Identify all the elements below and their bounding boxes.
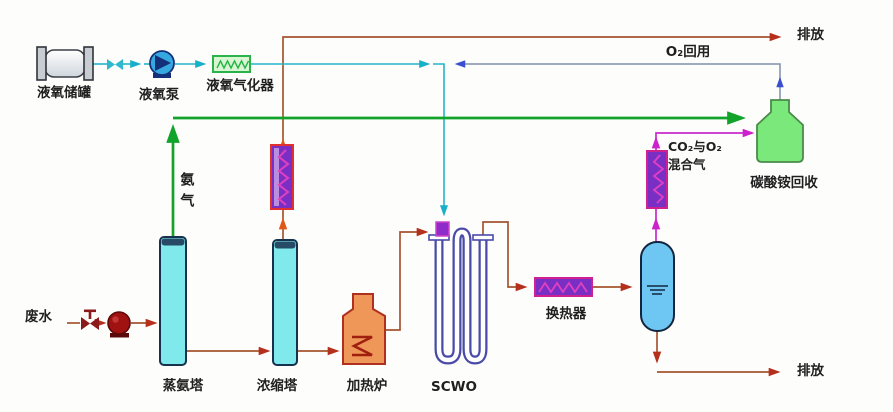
- vaporizer-coil: [216, 59, 250, 70]
- lox-tank-symbol: [36, 46, 94, 81]
- furnace-symbol: [342, 293, 386, 365]
- vaporizer-shell: [212, 55, 251, 73]
- ww-valve-right-wing: [90, 317, 99, 330]
- condenser-coil: [277, 149, 290, 206]
- label-concentrator: 浓缩塔: [256, 378, 298, 394]
- scwo-tube-inner: [436, 229, 486, 363]
- wastewater-pump-symbol: [107, 311, 131, 338]
- label-discharge-bottom: 排放: [797, 363, 824, 379]
- ww-pump-body: [107, 311, 131, 335]
- scwo-reactor-symbol: [428, 221, 494, 365]
- lox-vaporizer-symbol: [212, 55, 251, 73]
- oxygen-pipes: [92, 60, 448, 217]
- condenser-highlight: [274, 148, 279, 206]
- furnace-element: [351, 335, 373, 357]
- label-ammonia-stripper: 蒸氨塔: [162, 378, 204, 394]
- label-ammonium-carbonate-recovery: 碳酸铵回收: [750, 175, 818, 191]
- label-co2-o2-mix-line1: CO₂与O₂: [668, 139, 722, 154]
- wastewater-valve-icon: [81, 309, 99, 330]
- ammonia-pipes: [166, 111, 747, 237]
- gas-cooler-coil: [652, 154, 665, 204]
- stripper-shell: [159, 236, 187, 366]
- label-co2-o2-mix-line2: 混合气: [668, 157, 706, 172]
- furnace-shell: [342, 293, 386, 365]
- concentrator-cap: [274, 241, 296, 249]
- ww-pump-highlight: [112, 316, 119, 323]
- ww-valve-left-wing: [81, 317, 90, 330]
- label-lox-pump: 液氧泵: [138, 87, 180, 103]
- ammonia-stripper-symbol: [159, 236, 187, 366]
- scwo-flange-outlet: [472, 234, 494, 241]
- separator-symbol: [640, 241, 675, 332]
- label-o2-reuse: O₂回用: [665, 44, 711, 60]
- concentrator-shell: [272, 239, 298, 366]
- heat-exchanger-symbol: [534, 277, 593, 297]
- lox-tank-flange-left: [36, 46, 47, 81]
- concentrator-symbol: [272, 239, 298, 366]
- label-furnace: 加热炉: [346, 378, 388, 394]
- valve-left-wing: [107, 59, 115, 70]
- lox-pump-symbol: [149, 50, 175, 78]
- o2-recycle-pipes: [454, 60, 784, 100]
- lox-tank-barrel: [44, 49, 86, 78]
- scwo-tube-outer: [434, 227, 488, 365]
- heat-exchanger-shell: [534, 277, 593, 297]
- heat-exchanger-coil: [538, 281, 588, 294]
- scwo-mixer-fitting: [435, 221, 450, 237]
- label-discharge-top: 排放: [797, 27, 824, 43]
- label-lox-vaporizer: 液氧气化器: [206, 78, 274, 94]
- label-wastewater: 废水: [25, 309, 52, 325]
- label-scwo: SCWO: [431, 379, 477, 395]
- pipe-furnace-to-scwo: [382, 227, 429, 331]
- separator-level-mark: [647, 285, 668, 295]
- gas-cooler-symbol: [646, 150, 668, 209]
- label-heat-exchanger: 换热器: [545, 306, 587, 322]
- ww-valve-handle: [84, 309, 96, 313]
- label-ammonia-gas: 氨气: [178, 172, 195, 214]
- label-lox-tank: 液氧储罐: [37, 85, 91, 101]
- pipe-o2-recycle: [454, 60, 781, 100]
- pipe-oxygen-down-to-scwo: [433, 63, 448, 217]
- gas-cooler-shell: [646, 150, 668, 209]
- pipe-scwo-to-exchanger: [482, 221, 528, 292]
- ww-pump-base: [110, 333, 129, 338]
- recovery-bottle-symbol: [756, 99, 804, 163]
- valve-right-wing: [115, 59, 123, 70]
- ww-valve-stem: [88, 311, 92, 319]
- lox-valve-icon: [107, 59, 123, 70]
- stripper-cap: [161, 238, 185, 246]
- condenser-symbol: [270, 144, 294, 210]
- lox-tank-flange-right: [83, 46, 94, 81]
- lox-pump-impeller: [155, 55, 171, 71]
